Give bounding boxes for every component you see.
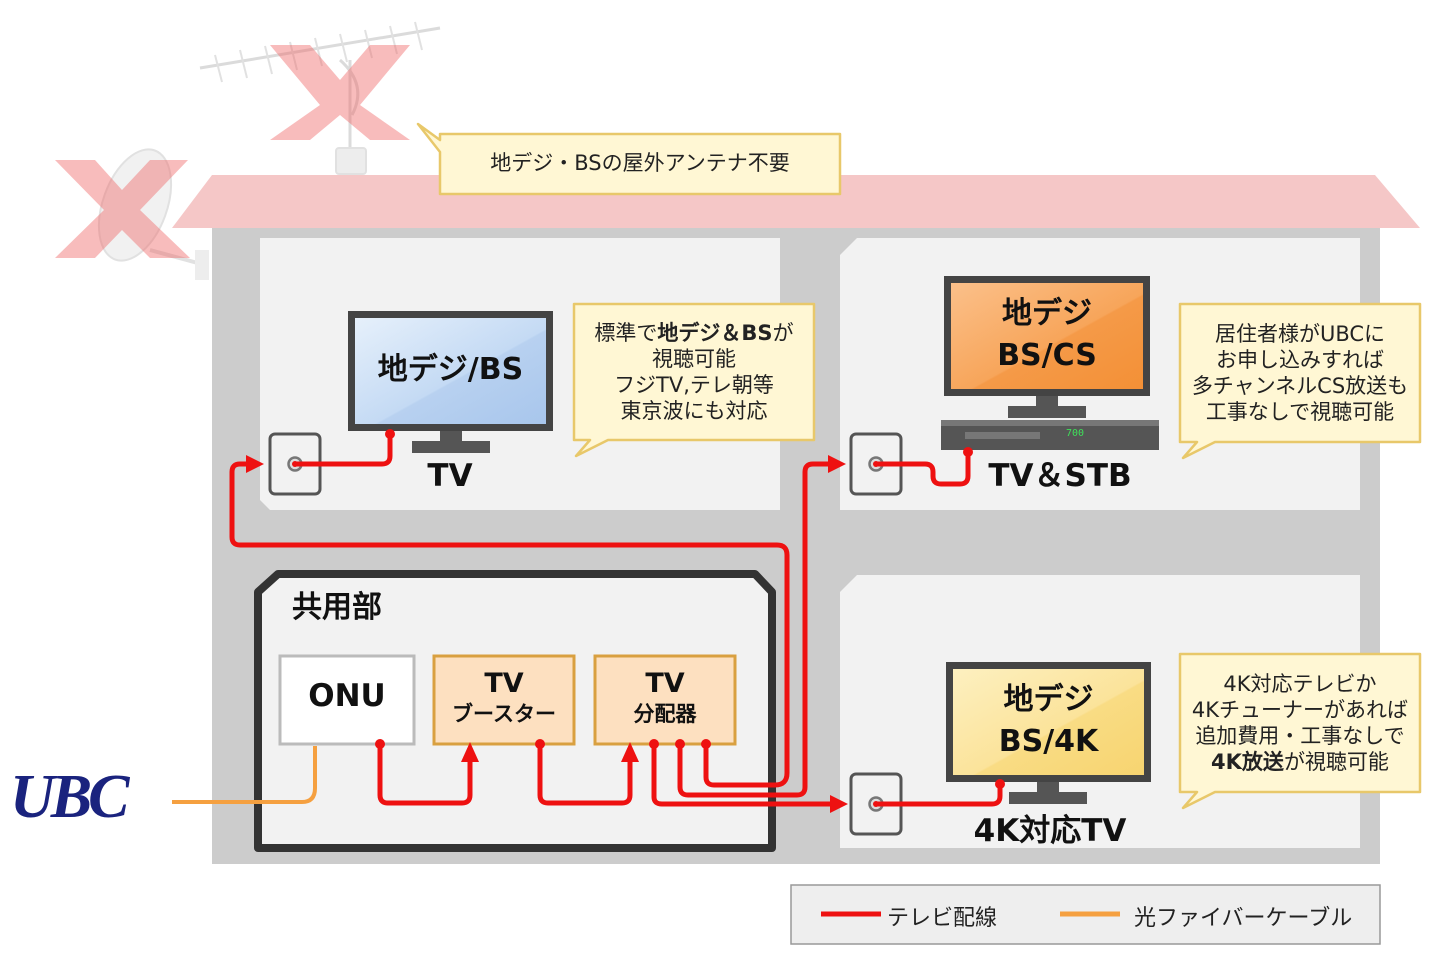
fiber-cable: [172, 746, 317, 804]
onu-box: [278, 654, 416, 746]
booster-label: TV ブースター: [434, 668, 574, 728]
booster-box: [432, 654, 576, 746]
dish-removed-icon: [97, 148, 209, 280]
callout-room2-line4: 工事なしで視聴可能: [1205, 400, 1395, 424]
wiring-arrowheads: [246, 455, 848, 813]
set-top-box: [941, 420, 1159, 450]
callout-room1-line1b: が: [772, 321, 794, 345]
callout-room3: 4K対応テレビか 4Kチューナーがあれば 追加費用・工事なしで 4K放送が視聴可…: [1180, 671, 1420, 775]
booster-label-line2: ブースター: [452, 702, 556, 726]
wiring-jacks: [292, 429, 1005, 807]
callout-room1-shape: [572, 302, 816, 458]
tv-room2-label: TV＆STB: [988, 458, 1132, 494]
tv-room3-label: 4K対応TV: [973, 813, 1127, 849]
ubc-logo: UBC: [10, 763, 129, 831]
onu-label: ONU: [308, 678, 386, 714]
booster-label-line1: TV: [484, 668, 524, 699]
splitter-label-line1: TV: [645, 668, 685, 699]
callout-room3-line1: 4K対応テレビか: [1223, 672, 1377, 696]
tv-room2-screen-text: 地デジ BS/CS: [951, 293, 1143, 377]
splitter-label: TV 分配器: [595, 668, 735, 728]
callout-room3-line3: 追加費用・工事なしで: [1195, 724, 1405, 748]
callout-room2-line3: 多チャンネルCS放送も: [1191, 374, 1409, 398]
tv-room1-label: TV: [427, 458, 473, 494]
callout-top: 地デジ・BSの屋外アンテナ不要: [490, 151, 790, 175]
tv-room3-screen-text: 地デジ BS/4K: [953, 679, 1144, 763]
callout-room1: 標準で地デジ＆BSが 視聴可能 フジTV,テレ朝等 東京波にも対応: [574, 320, 814, 424]
antenna-removed-icon: [199, 21, 441, 175]
tv-room3-screen-line2: BS/4K: [998, 724, 1099, 759]
callout-room1-line3: フジTV,テレ朝等: [614, 373, 774, 397]
tv-room1: [348, 311, 553, 453]
callout-room1-line4: 東京波にも対応: [620, 399, 768, 423]
tv-room3-screen-line1: 地デジ: [1003, 682, 1094, 717]
tv-wiring: [229, 435, 1003, 807]
x-mark-icon: [55, 160, 190, 258]
tv-room2-screen-line2: BS/CS: [997, 338, 1097, 373]
callout-room2-line2: お申し込みすれば: [1216, 348, 1384, 372]
splitter-label-line2: 分配器: [633, 702, 697, 726]
stb-display: 700: [1065, 428, 1085, 439]
callout-room1-line1: 標準で: [594, 321, 658, 345]
splitter-box: [593, 654, 737, 746]
callout-room3-shape: [1178, 652, 1422, 810]
tv-room2-screen-line1: 地デジ: [1002, 296, 1092, 331]
callout-room1-bold: 地デジ＆BS: [657, 321, 773, 345]
legend-fiber-label: 光ファイバーケーブル: [1134, 906, 1353, 931]
callout-top-shape: [416, 122, 842, 196]
callout-room3-line4b: が視聴可能: [1283, 750, 1389, 774]
callout-room1-line2: 視聴可能: [652, 347, 736, 371]
tv-room3: [946, 662, 1151, 804]
callout-room3-bold: 4K放送: [1211, 750, 1284, 774]
callout-room3-line2: 4Kチューナーがあれば: [1191, 698, 1409, 722]
x-mark-icon: [270, 45, 410, 140]
tv-room1-screen-text: 地デジ/BS: [377, 352, 524, 387]
common-area-title: 共用部: [292, 590, 382, 625]
callout-room2-shape: [1178, 302, 1422, 460]
tv-room2: [944, 276, 1150, 418]
callout-room2-line1: 居住者様がUBCに: [1214, 322, 1386, 346]
callout-room2: 居住者様がUBCに お申し込みすれば 多チャンネルCS放送も 工事なしで視聴可能: [1180, 321, 1420, 425]
legend-tv-wiring-label: テレビ配線: [887, 906, 998, 931]
